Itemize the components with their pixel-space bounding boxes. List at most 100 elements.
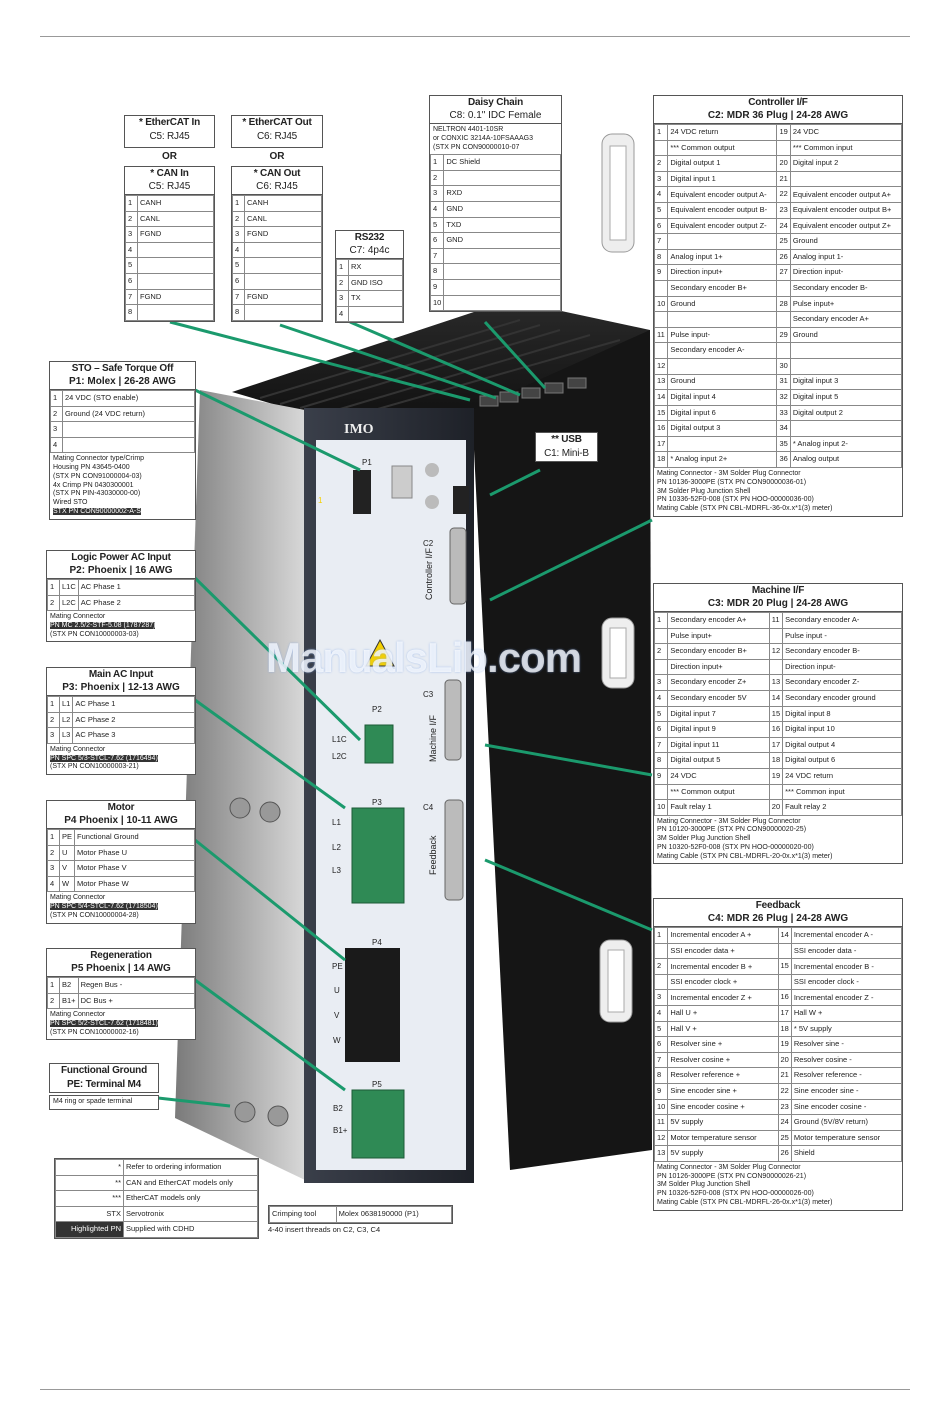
table-cell: 21 xyxy=(776,170,791,188)
table-row: *** Common output*** Common input xyxy=(653,139,903,157)
table-cell: 6 xyxy=(125,272,138,290)
table-cell: Digital input 6 xyxy=(667,404,778,422)
table-cell: Direction input+ xyxy=(667,264,778,281)
top-rule xyxy=(40,36,910,37)
table-cell: AC Phase 2 xyxy=(72,711,195,729)
table-cell: Equivalent encoder output B- xyxy=(667,201,778,219)
mdr36-connector-drawing xyxy=(601,133,635,253)
rs232-title: RS232 xyxy=(354,232,385,243)
table-cell: * Analog input 2- xyxy=(789,435,903,453)
crimp-value: Molex 0638190000 (P1) xyxy=(335,1206,453,1223)
table-cell: 22 xyxy=(777,1082,792,1100)
table-cell: 13 xyxy=(653,373,669,391)
daisy-sub: C8: 0.1" IDC Female xyxy=(430,110,561,124)
table-cell: 5V supply xyxy=(667,1145,779,1162)
table-cell: Hall U + xyxy=(667,1004,779,1022)
table-cell: 3 xyxy=(232,226,245,243)
table-cell: SSI encoder clock - xyxy=(790,973,903,991)
fground-title: Functional Ground xyxy=(49,1063,159,1078)
usb-sub: C1: Mini-B xyxy=(544,448,589,459)
table-cell: RXD xyxy=(443,185,561,203)
table-row: Secondary encoder A- xyxy=(653,342,903,359)
table-cell: 2 xyxy=(47,594,60,612)
table-cell: 24 VDC (STO enable) xyxy=(62,390,195,407)
table-cell: 8 xyxy=(429,263,445,280)
c2-label: C2 xyxy=(423,539,434,548)
l1-label: L1 xyxy=(332,818,341,827)
table-cell: * xyxy=(55,1159,124,1176)
table-row: 10 xyxy=(429,294,561,312)
table-cell: Highlighted PN xyxy=(55,1221,124,1238)
table-cell: 15 xyxy=(653,404,669,422)
table-cell: Digital output 5 xyxy=(667,752,770,769)
table-cell: Secondary encoder 5V xyxy=(667,689,770,707)
table-cell: 20 xyxy=(776,155,791,172)
legend-table: *Refer to ordering information**CAN and … xyxy=(55,1159,258,1238)
table-cell: Direction input- xyxy=(789,264,903,281)
table-cell: Equivalent encoder output A- xyxy=(667,186,778,203)
table-cell: 18 xyxy=(777,1020,792,1038)
table-cell: 18 xyxy=(653,451,669,469)
table-cell: 8 xyxy=(653,1067,669,1084)
table-cell xyxy=(653,658,669,676)
table-cell: 4 xyxy=(47,875,60,893)
table-cell: L2 xyxy=(58,711,74,729)
table-cell: 22 xyxy=(776,186,791,203)
table-cell: 16 xyxy=(768,721,784,738)
table-cell: 6 xyxy=(653,721,669,738)
table-row: Direction input+Direction input- xyxy=(653,658,902,676)
machine-title: Machine I/F xyxy=(751,585,805,596)
table-cell xyxy=(653,139,669,157)
table-cell: 21 xyxy=(777,1067,792,1084)
mdr20-connector-drawing xyxy=(601,617,635,689)
controller-if-label: Controller I/F xyxy=(424,547,434,600)
table-row: 9 xyxy=(429,279,561,296)
table-cell: 2 xyxy=(653,155,669,172)
table-row: *Refer to ordering information xyxy=(55,1159,258,1176)
or-label-2: OR xyxy=(269,151,285,162)
table-cell: 17 xyxy=(653,435,669,453)
table-cell xyxy=(443,247,561,265)
leader-lines xyxy=(157,320,653,1108)
table-row: Secondary encoder A+ xyxy=(653,311,903,328)
ethercat-in-title: * EtherCAT In xyxy=(138,117,201,128)
logic-sub: P2: Phoenix | 16 AWG xyxy=(47,565,195,579)
table-cell: 1 xyxy=(47,579,60,596)
table-cell: 30 xyxy=(776,357,791,375)
table-cell xyxy=(667,311,778,328)
dsub-connectors xyxy=(444,527,467,901)
table-cell: 5V supply xyxy=(667,1114,779,1131)
table-cell: U xyxy=(58,844,76,862)
table-cell: 9 xyxy=(653,264,669,281)
table-cell: *** Common output xyxy=(667,783,770,801)
table-cell: L1C xyxy=(59,579,79,596)
mainac-sub: P3: Phoenix | 12-13 AWG xyxy=(47,682,195,696)
table-cell: 4 xyxy=(653,689,669,707)
b1-label: B1+ xyxy=(333,1126,348,1135)
table-cell: Pulse input+ xyxy=(667,627,770,645)
table-cell: Analog output xyxy=(789,451,903,469)
table-cell: Secondary encoder ground xyxy=(782,689,902,707)
table-cell: 2 xyxy=(47,992,60,1010)
table-cell xyxy=(653,342,669,359)
table-cell: 2 xyxy=(47,844,60,862)
table-cell: CANH xyxy=(244,195,322,212)
